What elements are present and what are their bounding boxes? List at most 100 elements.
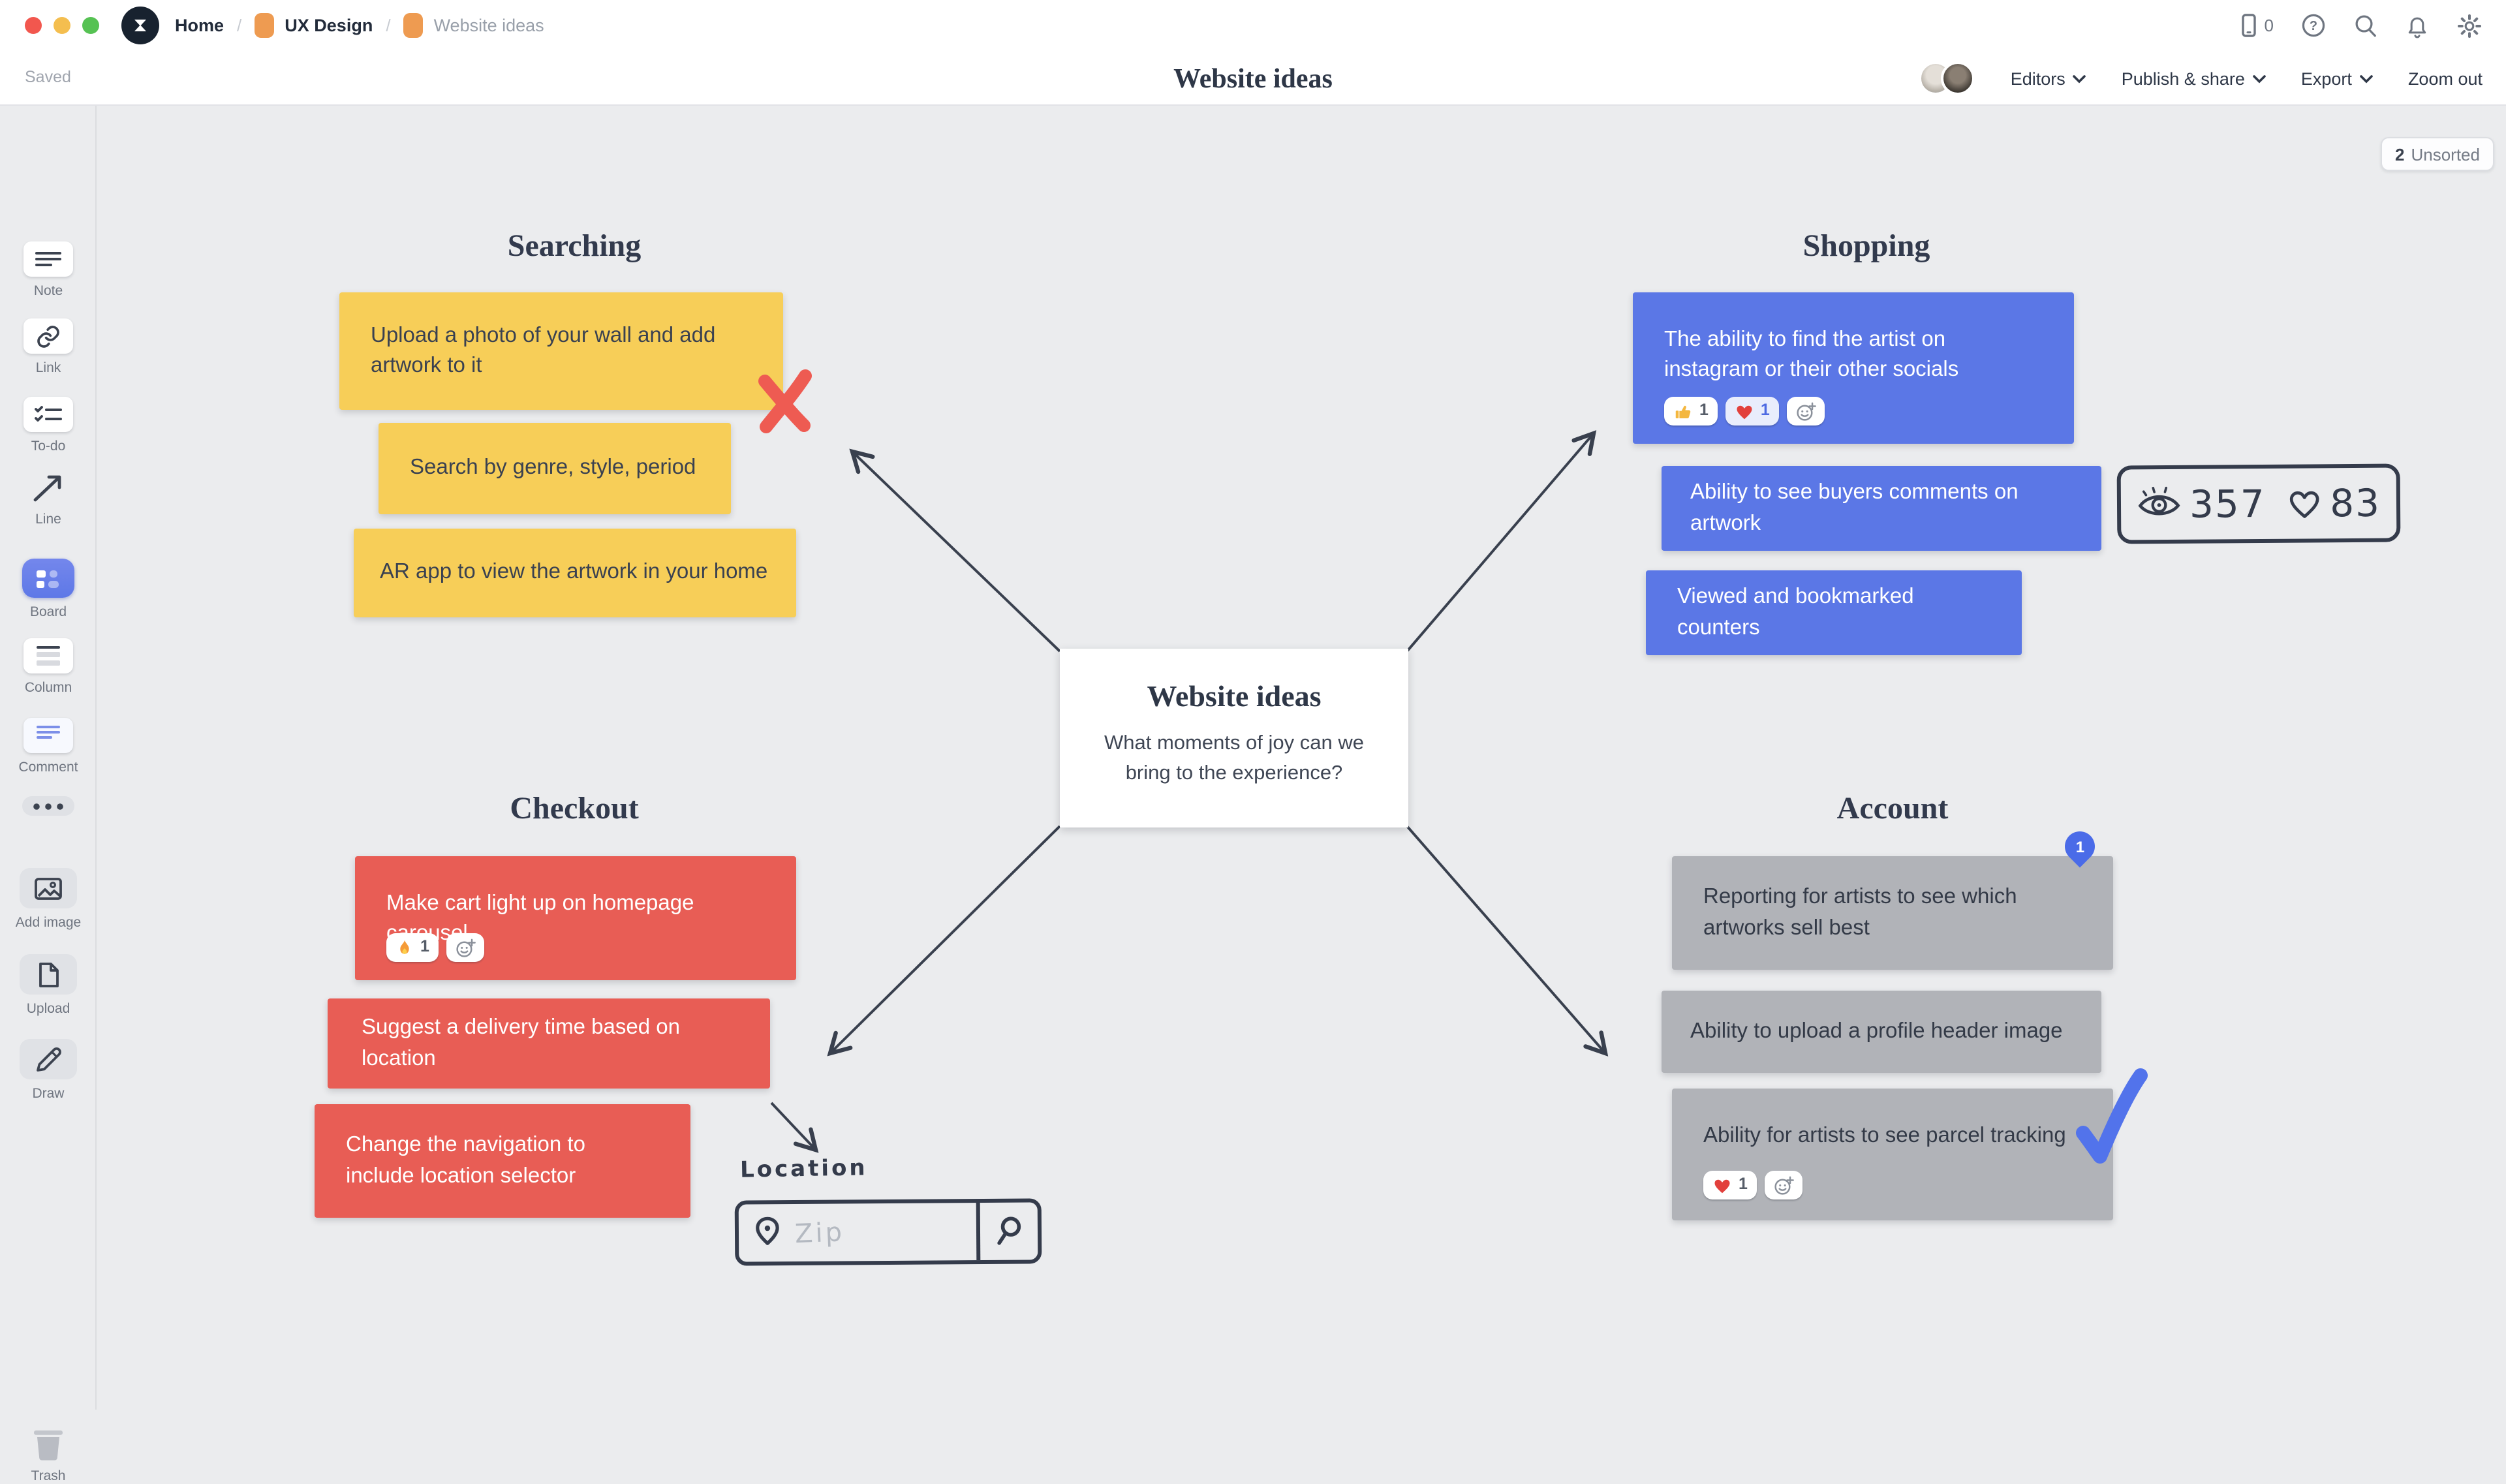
add-reaction-icon	[1774, 1175, 1794, 1194]
bell-icon	[2408, 16, 2426, 38]
breadcrumb-home[interactable]: Home	[175, 16, 224, 35]
x-mark-doodle[interactable]	[752, 365, 817, 436]
reactions-row: 1	[1703, 1171, 1802, 1199]
mobile-devices-button[interactable]: 0	[2238, 13, 2274, 38]
zoom-out-button[interactable]: Zoom out	[2407, 69, 2483, 88]
device-count: 0	[2264, 16, 2274, 35]
check-mark-doodle[interactable]	[2073, 1065, 2154, 1169]
red-heart-icon	[1714, 1179, 1730, 1193]
milanote-logo[interactable]	[121, 7, 159, 44]
reaction-fire[interactable]: 1	[386, 933, 439, 962]
note-artist-reporting[interactable]: Reporting for artists to see which artwo…	[1672, 856, 2113, 970]
reaction-heart[interactable]: 1	[1725, 397, 1779, 425]
breadcrumb: Home / UX Design / Website ideas	[175, 13, 544, 38]
zoom-window-button[interactable]	[82, 17, 99, 34]
counters-sketch[interactable]: 357 83	[2116, 463, 2401, 544]
note-upload-photo-wall[interactable]: Upload a photo of your wall and add artw…	[339, 292, 783, 410]
note-navigation-location[interactable]: Change the navigation to include locatio…	[315, 1104, 690, 1218]
editor-avatars[interactable]	[1919, 61, 1975, 95]
note-search-genre[interactable]: Search by genre, style, period	[379, 423, 731, 514]
add-reaction-icon	[1797, 401, 1816, 420]
add-reaction-button[interactable]	[1764, 1171, 1802, 1199]
board-canvas[interactable]: 2 Unsorted Searching Shopping Checkout A…	[0, 0, 2506, 1410]
reaction-heart[interactable]: 1	[1703, 1171, 1757, 1199]
publish-share-button[interactable]: Publish & share	[2122, 69, 2266, 88]
sidebar-tool-more[interactable]	[0, 796, 97, 816]
search-icon	[2355, 15, 2376, 37]
note-viewed-bookmarked[interactable]: Viewed and bookmarked counters	[1646, 570, 2022, 655]
location-search-button[interactable]	[976, 1202, 1038, 1261]
red-heart-icon	[1737, 405, 1752, 419]
eye-doodle-icon	[2138, 486, 2180, 516]
add-image-icon	[35, 877, 62, 899]
notifications-button[interactable]	[2405, 12, 2429, 39]
comment-icon	[37, 725, 60, 747]
help-icon: ?	[2302, 14, 2325, 37]
section-title-shopping[interactable]: Shopping	[1802, 230, 1930, 264]
sidebar-trash[interactable]: Trash	[0, 1427, 97, 1484]
board-title[interactable]: Website ideas	[1173, 63, 1333, 94]
add-reaction-button[interactable]	[1786, 397, 1825, 425]
trash-icon	[34, 1430, 63, 1460]
sidebar-tool-column[interactable]: Column	[0, 638, 97, 696]
fire-icon	[400, 939, 409, 953]
board-icon	[403, 13, 424, 38]
location-sketch-input[interactable]: Zip	[734, 1198, 1042, 1266]
sidebar-tool-line[interactable]: Line	[0, 470, 97, 527]
todo-icon	[35, 405, 62, 421]
search-button[interactable]	[2353, 13, 2378, 38]
sidebar-tool-add-image[interactable]: Add image	[0, 868, 97, 931]
phone-icon	[2241, 14, 2256, 37]
section-title-searching[interactable]: Searching	[507, 230, 642, 264]
note-profile-header-image[interactable]: Ability to upload a profile header image	[1662, 991, 2101, 1073]
line-arrow-icon	[33, 474, 61, 501]
reaction-thumbs-up[interactable]: 1	[1664, 397, 1718, 425]
help-button[interactable]: ?	[2301, 13, 2326, 38]
center-card-title: Website ideas	[1147, 680, 1322, 713]
sidebar-tool-link[interactable]: Link	[0, 318, 97, 376]
settings-button[interactable]	[2456, 12, 2483, 39]
note-find-artist-socials[interactable]: The ability to find the artist on instag…	[1633, 292, 2074, 444]
center-idea-card[interactable]: Website ideas What moments of joy can we…	[1060, 649, 1408, 827]
save-status: Saved	[25, 68, 71, 86]
sidebar-tool-todo[interactable]: To-do	[0, 397, 97, 454]
avatar	[1941, 61, 1975, 95]
chevron-down-icon	[2073, 74, 2086, 83]
zip-field[interactable]: Zip	[739, 1213, 976, 1252]
svg-text:?: ?	[2310, 19, 2317, 33]
milanote-logo-icon	[134, 20, 146, 31]
sidebar-tool-comment[interactable]: Comment	[0, 718, 97, 775]
more-dots-icon	[33, 803, 63, 809]
add-reaction-button[interactable]	[446, 933, 484, 962]
close-window-button[interactable]	[25, 17, 42, 34]
note-cart-light-up[interactable]: Make cart light up on homepage carousel …	[355, 856, 796, 980]
center-card-subtitle: What moments of joy can we bring to the …	[1104, 732, 1364, 785]
minimize-window-button[interactable]	[54, 17, 70, 34]
editors-menu-button[interactable]: Editors	[2011, 69, 2086, 88]
section-title-account[interactable]: Account	[1836, 792, 1949, 826]
section-title-checkout[interactable]: Checkout	[510, 792, 639, 826]
note-parcel-tracking[interactable]: Ability for artists to see parcel tracki…	[1672, 1089, 2113, 1220]
app-header: Home / UX Design / Website ideas 0	[0, 0, 2506, 106]
note-buyers-comments[interactable]: Ability to see buyers comments on artwor…	[1662, 466, 2101, 551]
breadcrumb-website-ideas[interactable]: Website ideas	[403, 13, 544, 38]
upload-file-icon	[39, 962, 59, 987]
note-delivery-time[interactable]: Suggest a delivery time based on locatio…	[328, 998, 770, 1089]
sidebar-tool-draw[interactable]: Draw	[0, 1039, 97, 1102]
sidebar-tool-upload[interactable]: Upload	[0, 954, 97, 1017]
sidebar-tool-note[interactable]: Note	[0, 241, 97, 299]
note-ar-app[interactable]: AR app to view the artwork in your home	[354, 529, 796, 617]
tool-sidebar: Note Link To-do Line	[0, 106, 97, 1484]
unsorted-count: 2	[2395, 144, 2405, 164]
breadcrumb-ux-design[interactable]: UX Design	[255, 13, 373, 38]
breadcrumb-separator: /	[386, 16, 391, 35]
reactions-row: 1 1	[1664, 397, 1825, 425]
export-button[interactable]: Export	[2301, 69, 2373, 88]
gear-icon	[2458, 14, 2481, 37]
sidebar-tool-board[interactable]: Board	[0, 559, 97, 620]
board-icon	[255, 13, 275, 38]
unsorted-label: Unsorted	[2411, 144, 2480, 164]
reactions-row: 1	[386, 933, 484, 962]
unsorted-badge[interactable]: 2 Unsorted	[2381, 137, 2494, 171]
